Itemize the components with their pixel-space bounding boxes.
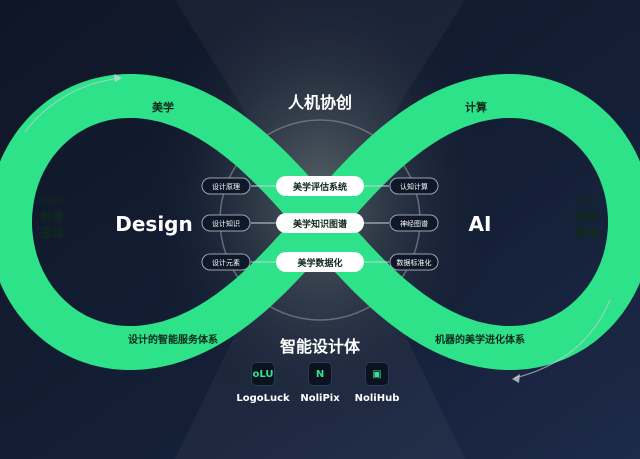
infinity-loop [0,74,640,370]
product-logoluck[interactable]: oLU LogoLuck [223,362,303,404]
row-left-text: 设计知识 [212,219,240,228]
row-0: 设计原理 美学评估系统 认知计算 [201,176,439,196]
row-center-pill [276,252,364,272]
nolihub-icon: ▣ [365,362,389,386]
left-side-small: 非线性 [38,196,65,208]
row-2: 设计元素 美学数据化 数据标准化 [201,252,439,272]
right-side-big-2: 数据 [575,225,599,240]
row-left-tag [201,177,251,195]
row-left-text: 设计原理 [212,182,240,191]
row-center-pill [276,176,364,196]
row-right-tag [389,253,439,271]
left-arc-arrow [24,77,121,133]
row-center-text: 美学知识图谱 [293,218,347,230]
row-left-text: 设计元素 [212,258,240,267]
design-label: Design [115,212,192,236]
row-left-tag [201,253,251,271]
left-side-big-1: 创意 [39,209,64,224]
nolipix-icon: N [308,362,332,386]
right-arc-arrow [514,299,611,379]
left-top-label: 美学 [152,100,174,114]
title-bottom: 智能设计体 [280,337,361,356]
row-center-text: 美学数据化 [297,257,342,269]
product-name: NoliHub [354,393,400,404]
right-bottom-label: 机器的美学进化体系 [435,333,525,346]
right-top-label: 计算 [465,100,487,114]
row-right-tag [389,177,439,195]
logoluck-icon: oLU [251,362,275,386]
product-nolihub[interactable]: ▣ NoliHub [337,362,417,404]
row-right-text: 神经图谱 [400,219,428,228]
row-right-text: 数据标准化 [397,258,432,267]
row-center-text: 美学评估系统 [293,181,347,193]
row-right-tag [389,214,439,232]
product-name: LogoLuck [236,393,290,404]
right-side-big-1: 结构 [575,209,599,224]
product-bar: oLU LogoLuck N NoliPix ▣ NoliHub [0,362,640,412]
row-center-pill [276,213,364,233]
left-side-big-2: 思维 [40,225,64,240]
ai-label: AI [469,212,492,236]
product-name: NoliPix [300,393,340,404]
row-right-text: 认知计算 [400,182,428,191]
product-nolipix[interactable]: N NoliPix [280,362,360,404]
infinity-band [0,74,640,370]
row-1: 设计知识 美学知识图谱 神经图谱 [201,213,439,233]
row-left-tag [201,214,251,232]
left-bottom-label: 设计的智能服务体系 [128,333,218,346]
title-top: 人机协创 [288,93,352,112]
right-side-small: 线性 [578,196,596,208]
